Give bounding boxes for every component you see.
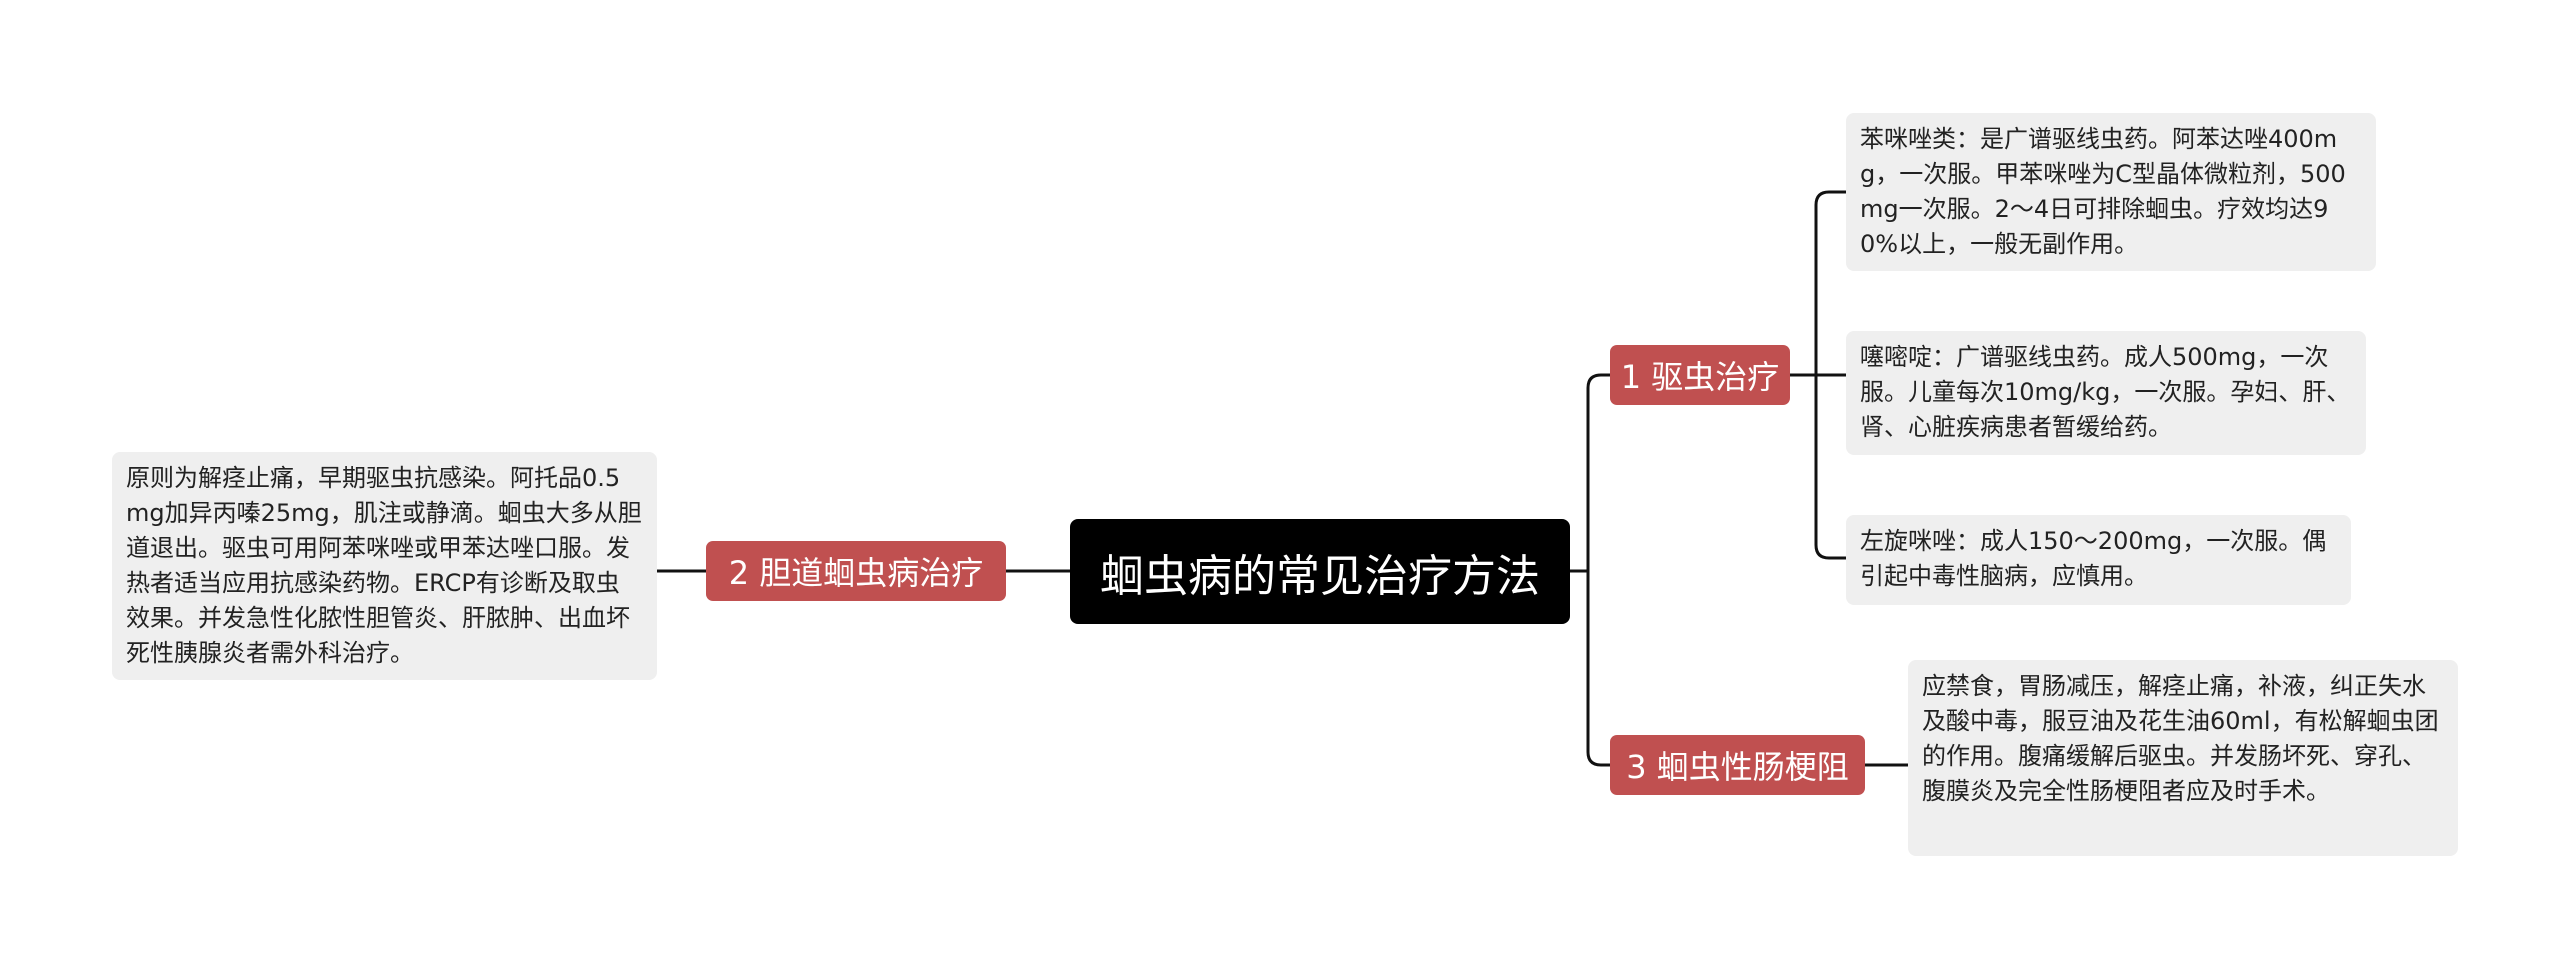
branch-biliary-ascariasis[interactable]: 2 胆道蛔虫病治疗 (706, 541, 1006, 601)
connector-spine-right (1586, 373, 1610, 767)
leaf-text: 苯咪唑类：是广谱驱线虫药。阿苯达唑400mg，一次服。甲苯咪唑为C型晶体微粒剂，… (1860, 125, 2346, 258)
leaf-text: 噻嘧啶：广谱驱线虫药。成人500mg，一次服。儿童每次10mg/kg，一次服。孕… (1860, 343, 2351, 441)
leaf-levamisole[interactable]: 左旋咪唑：成人150～200mg，一次服。偶引起中毒性脑病，应慎用。 (1846, 515, 2351, 605)
branch-label: 2 胆道蛔虫病治疗 (728, 554, 984, 592)
leaf-text: 原则为解痉止痛，早期驱虫抗感染。阿托品0.5mg加异丙嗪25mg，肌注或静滴。蛔… (126, 464, 642, 667)
leaf-obstruction-treatment[interactable]: 应禁食，胃肠减压，解痉止痛，补液，纠正失水及酸中毒，服豆油及花生油60ml，有松… (1908, 660, 2458, 856)
root-topic-label: 蛔虫病的常见治疗方法 (1100, 550, 1540, 602)
branch-label: 1 驱虫治疗 (1620, 358, 1780, 396)
leaf-benzimidazoles[interactable]: 苯咪唑类：是广谱驱线虫药。阿苯达唑400mg，一次服。甲苯咪唑为C型晶体微粒剂，… (1846, 113, 2376, 271)
branch-label: 3 蛔虫性肠梗阻 (1626, 748, 1849, 786)
branch-deworming[interactable]: 1 驱虫治疗 (1610, 345, 1790, 405)
root-topic[interactable]: 蛔虫病的常见治疗方法 (1070, 519, 1570, 624)
branch-intestinal-obstruction[interactable]: 3 蛔虫性肠梗阻 (1610, 735, 1865, 795)
leaf-text: 左旋咪唑：成人150～200mg，一次服。偶引起中毒性脑病，应慎用。 (1860, 527, 2327, 590)
connector-b1-leaves (1814, 190, 1846, 560)
leaf-biliary-treatment[interactable]: 原则为解痉止痛，早期驱虫抗感染。阿托品0.5mg加异丙嗪25mg，肌注或静滴。蛔… (112, 452, 657, 680)
leaf-pyrantel[interactable]: 噻嘧啶：广谱驱线虫药。成人500mg，一次服。儿童每次10mg/kg，一次服。孕… (1846, 331, 2366, 455)
leaf-text: 应禁食，胃肠减压，解痉止痛，补液，纠正失水及酸中毒，服豆油及花生油60ml，有松… (1922, 672, 2439, 805)
